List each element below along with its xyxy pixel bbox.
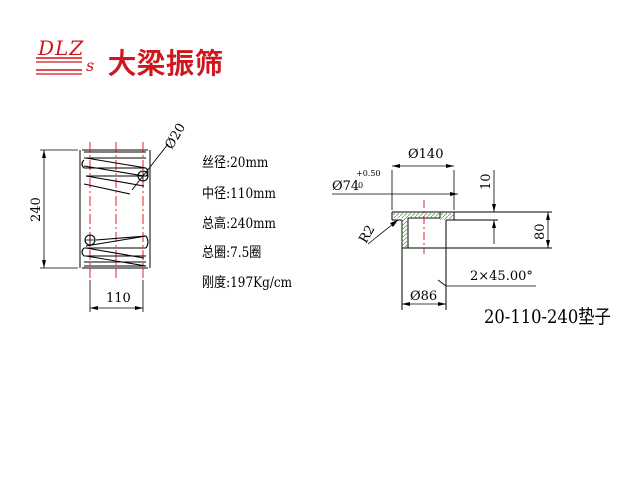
spring-coils-top: [81, 151, 149, 195]
spring-height-label: 240: [29, 197, 44, 222]
spec-stiffness: 刚度:197Kg/cm: [202, 272, 292, 292]
logo-letters: DLZ: [38, 36, 85, 60]
logo-mark-icon: [36, 57, 82, 75]
pad-bottom-dia-label: Ø86: [410, 289, 437, 304]
spec-total-height: 总高:240mm: [202, 213, 276, 233]
spec-value: 197Kg/cm: [230, 275, 293, 291]
pad-total-h-label: 80: [533, 223, 548, 240]
pad-drawing: [332, 164, 552, 310]
spring-wire-dia-label: Ø20: [162, 121, 189, 152]
part-caption: 20-110-240垫子: [484, 306, 611, 328]
spec-value: 7.5圈: [230, 245, 262, 261]
pad-top-dia-label: Ø140: [408, 147, 443, 162]
spec-value: 110mm: [230, 186, 276, 202]
spec-label: 中径:: [202, 186, 231, 202]
spec-wire-diameter: 丝径:20mm: [202, 152, 268, 172]
spec-label: 刚度:: [202, 275, 231, 291]
spring-drawing: [40, 142, 169, 312]
logo-subscript: s: [86, 56, 95, 75]
pad-tol-upper: +0.50: [356, 169, 381, 178]
spring-coils-bottom: [81, 235, 149, 267]
pad-flange-h-label: 10: [479, 173, 494, 190]
pad-radius-label: R2: [356, 223, 378, 246]
spec-label: 丝径:: [202, 155, 231, 171]
spec-value: 20mm: [230, 155, 269, 171]
pad-bore-dia-label: Ø74: [332, 179, 359, 194]
pad-chamfer-label: 2×45.00°: [470, 269, 533, 284]
spec-total-coils: 总圈:7.5圈: [202, 242, 261, 262]
spec-label: 总圈:: [202, 245, 231, 261]
spring-width-label: 110: [106, 291, 131, 306]
pad-tol-lower: 0: [358, 181, 363, 190]
spec-label: 总高:: [202, 216, 231, 232]
company-name: 大梁振筛: [108, 47, 225, 80]
spec-mean-diameter: 中径:110mm: [202, 183, 276, 203]
spec-value: 240mm: [230, 216, 276, 232]
brand-logo: DLZ s 大梁振筛: [36, 36, 256, 86]
